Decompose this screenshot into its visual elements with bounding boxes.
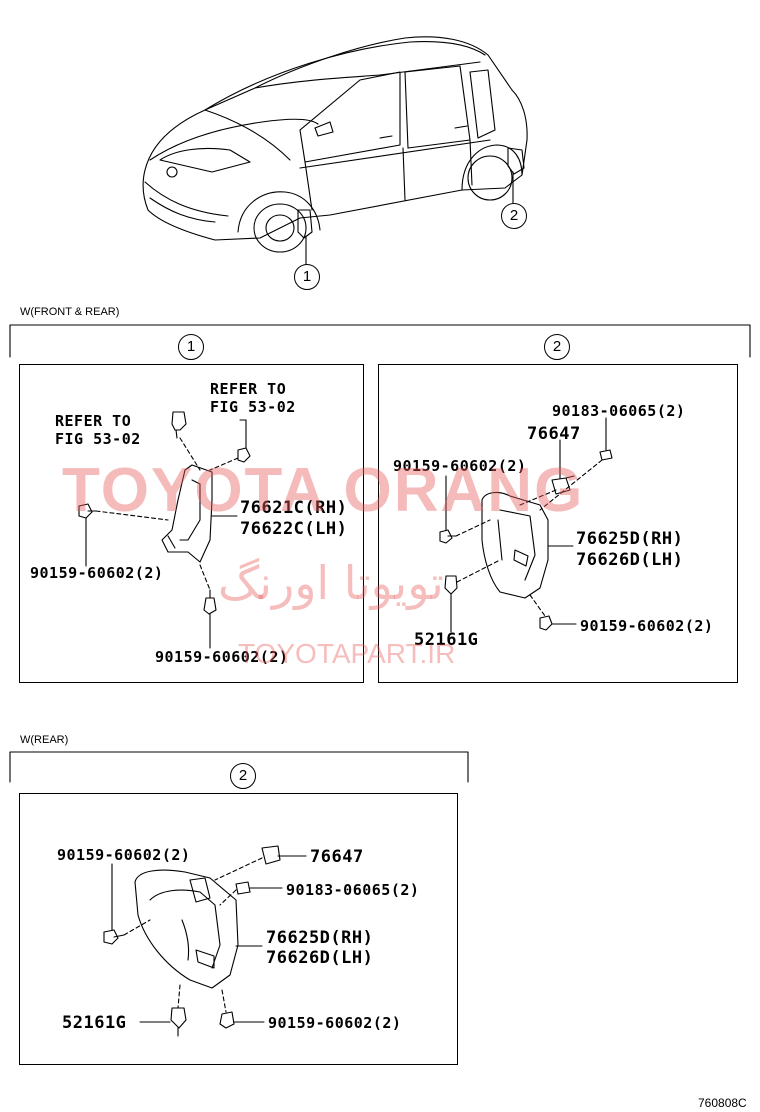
part-76626d-lh: 76626D(LH) [576,550,684,570]
part-screw-left: 90159-60602(2) [30,564,164,582]
part-clip-52161g: 52161G [414,630,479,650]
car-callout-1: 1 [294,264,320,290]
part-screw-bottom: 90159-60602(2) [155,648,289,666]
part-nut-90183-p3: 90183-06065(2) [286,881,420,899]
figure-code: 760808C [698,1096,747,1110]
panel3-drawing [103,845,307,1037]
part-nut-90183: 90183-06065(2) [552,402,686,420]
part-screw-top-p3: 90159-60602(2) [57,846,191,864]
panel3-number: 2 [230,763,256,789]
watermark-site: TOYOTAPART.IR [238,638,456,669]
part-76626d-lh-p3: 76626D(LH) [266,948,374,968]
panel2-drawing [439,417,613,633]
part-screw-bottom-p3: 90159-60602(2) [268,1014,402,1032]
panel1-number: 1 [178,334,204,360]
part-clip-52161g-p3: 52161G [62,1013,127,1033]
part-76625d-rh: 76625D(RH) [576,529,684,549]
refer-to-label-left: REFER TO [55,412,132,430]
fig-ref-label-left: FIG 53-02 [55,430,141,448]
part-screw-right-p2: 90159-60602(2) [580,617,714,635]
part-76625d-rh-p3: 76625D(RH) [266,928,374,948]
panel3-box [19,793,458,1065]
panel2-number: 2 [544,334,570,360]
part-bracket-76647: 76647 [527,424,581,444]
car-callout-2: 2 [501,203,527,229]
watermark-persian: تویوتا اورنگ [218,556,444,610]
part-76622c-lh: 76622C(LH) [240,519,348,539]
panel1-box [19,364,364,683]
part-bracket-76647-p3: 76647 [310,847,364,867]
section1-caption: W(FRONT & REAR) [20,306,120,318]
part-screw-left-p2: 90159-60602(2) [393,457,527,475]
panel1-drawing [78,411,251,649]
section2-caption: W(REAR) [20,734,69,746]
refer-to-label-right: REFER TO [210,380,287,398]
watermark-brand: TOYOTA ORANG [62,456,585,525]
car-illustration [142,36,528,265]
fig-ref-label-right: FIG 53-02 [210,398,296,416]
part-76621c-rh: 76621C(RH) [240,498,348,518]
panel2-box [378,364,738,683]
